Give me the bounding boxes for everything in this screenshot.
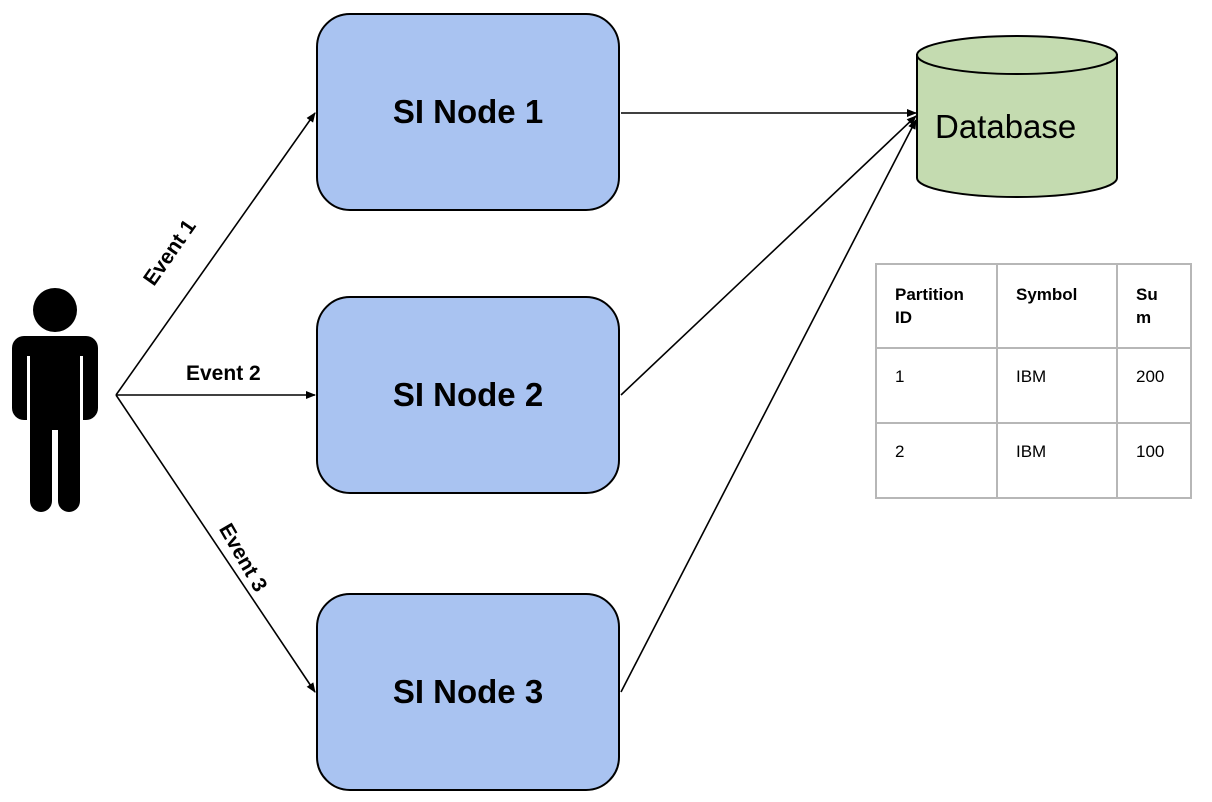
- edge-label-event-2: Event 2: [186, 362, 261, 385]
- si-node-3[interactable]: SI Node 3: [316, 593, 620, 791]
- table-header-partition-id: Partition ID: [875, 263, 998, 349]
- table-header-symbol: Symbol: [996, 263, 1118, 349]
- table-cell: 2: [875, 422, 998, 499]
- person-arm-gaps: [27, 356, 83, 514]
- table-row: 2 IBM 100: [875, 422, 1192, 499]
- table-cell: 100: [1116, 422, 1192, 499]
- table-cell: IBM: [996, 347, 1118, 424]
- cylinder-icon: [916, 35, 1118, 198]
- table-cell: 1: [875, 347, 998, 424]
- edge-user-to-node-1: [115, 112, 316, 396]
- si-node-1[interactable]: SI Node 1: [316, 13, 620, 211]
- table-row: 1 IBM 200: [875, 347, 1192, 424]
- si-node-2[interactable]: SI Node 2: [316, 296, 620, 494]
- table-cell: 200: [1116, 347, 1192, 424]
- edge-node-2-to-db: [620, 115, 917, 396]
- table-cell: IBM: [996, 422, 1118, 499]
- edge-node-3-to-db: [620, 119, 917, 693]
- person-icon: [12, 288, 98, 512]
- edge-user-to-node-3: [115, 394, 316, 693]
- database-label: Database: [935, 108, 1077, 145]
